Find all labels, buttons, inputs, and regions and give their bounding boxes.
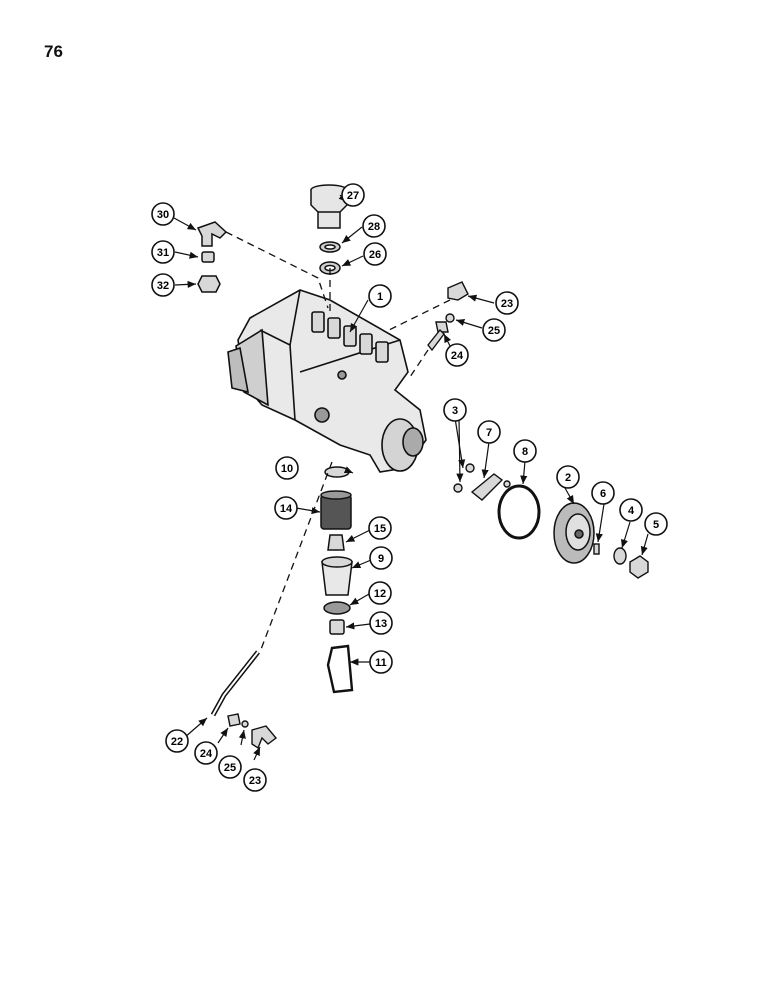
primer-pump-part [310,184,348,229]
page-number: 76 [44,42,63,61]
callout-2: 2 [556,465,580,489]
svg-text:15: 15 [374,523,386,535]
svg-text:30: 30 [157,209,169,221]
callout-31: 31 [151,240,175,264]
sediment-bowl-assembly [320,466,354,694]
o-ring-part [497,484,541,540]
svg-text:11: 11 [375,657,387,669]
callout-25-upper: 25 [482,318,506,342]
svg-text:12: 12 [374,588,386,600]
svg-text:32: 32 [157,280,169,292]
svg-text:3: 3 [452,405,458,417]
svg-text:1: 1 [377,291,383,303]
svg-text:24: 24 [200,748,213,760]
lock-plate-part [453,463,511,501]
callout-6: 6 [591,481,615,505]
svg-text:14: 14 [280,503,293,515]
svg-text:2: 2 [565,472,571,484]
callout-10: 10 [275,456,299,480]
callout-4: 4 [619,498,643,522]
injection-pump-body [227,289,427,473]
callout-1: 1 [368,284,392,308]
leader-lines [173,193,649,761]
svg-text:26: 26 [369,249,381,261]
callout-5: 5 [644,512,668,536]
svg-text:25: 25 [488,325,500,337]
svg-text:25: 25 [224,762,236,774]
callout-8: 8 [513,439,537,463]
callout-25-lower: 25 [218,755,242,779]
svg-text:31: 31 [157,247,169,259]
fuel-pipe-part [210,650,260,717]
svg-text:23: 23 [249,775,261,787]
callout-12: 12 [368,581,392,605]
svg-text:7: 7 [486,427,492,439]
callout-11: 11 [369,650,393,674]
svg-text:8: 8 [522,446,528,458]
return-fitting-part [427,281,469,352]
callout-30: 30 [151,202,175,226]
callout-32: 32 [151,273,175,297]
svg-text:23: 23 [501,298,513,310]
callout-28: 28 [362,214,386,238]
svg-text:10: 10 [281,463,293,475]
drive-hub-part [553,502,595,564]
callout-24-lower: 24 [194,741,218,765]
callout-9: 9 [369,546,393,570]
callout-3: 3 [443,398,467,422]
callout-22: 22 [165,729,189,753]
svg-text:9: 9 [378,553,384,565]
callout-14: 14 [274,496,298,520]
callout-23-lower: 23 [243,768,267,792]
svg-text:6: 6 [600,488,606,500]
callout-24-upper: 24 [445,343,469,367]
svg-text:5: 5 [653,519,659,531]
svg-text:27: 27 [347,190,359,202]
assembly-lines [225,231,451,653]
callout-27: 27 [341,183,365,207]
callout-23-upper: 23 [495,291,519,315]
svg-text:4: 4 [628,505,635,517]
svg-text:13: 13 [375,618,387,630]
callout-15: 15 [368,516,392,540]
svg-text:24: 24 [451,350,464,362]
callout-26: 26 [363,242,387,266]
lower-fitting-part [227,713,278,750]
svg-text:28: 28 [368,221,380,233]
hub-hardware-part [593,543,649,579]
callout-13: 13 [369,611,393,635]
callout-7: 7 [477,420,501,444]
svg-text:22: 22 [171,736,183,748]
elbow-fitting-part [196,221,228,293]
